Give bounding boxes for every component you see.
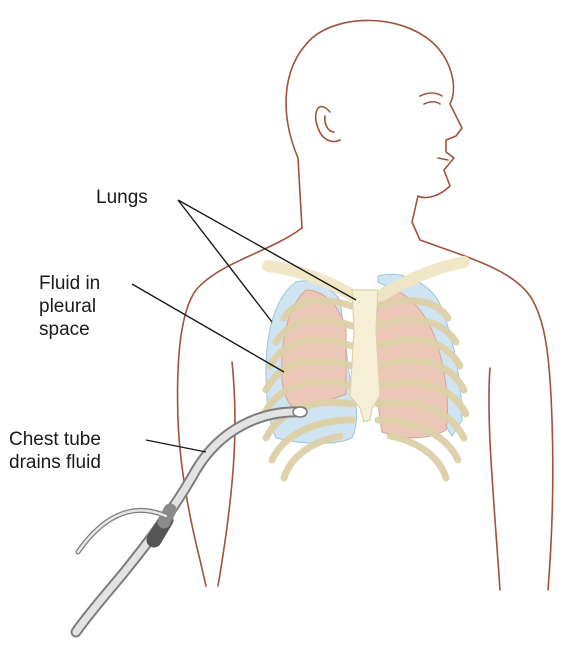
ear-inner [325,116,334,132]
mouth [438,158,448,160]
leader-fluid [132,284,284,372]
head-outline [286,20,462,240]
eye [424,102,440,104]
label-fluid-line-3: space [39,318,100,341]
label-chest-tube-line-2: drains fluid [9,451,101,474]
neck-back [298,158,302,228]
rib [390,436,446,478]
label-fluid-in-pleural-space: Fluid in pleural space [39,272,100,341]
label-chest-tube-line-1: Chest tube [9,428,101,451]
label-fluid-line-1: Fluid in [39,272,100,295]
sternum [350,290,380,422]
label-chest-tube: Chest tube drains fluid [9,428,101,474]
label-lungs: Lungs [96,186,148,209]
leader-chest-tube [146,440,206,452]
tube-insertion-site [293,407,307,417]
label-fluid-line-2: pleural [39,295,100,318]
leader-lungs-right [178,200,356,300]
eyebrow [420,93,442,96]
left-inner-arm [218,362,235,586]
label-lungs-text: Lungs [96,186,148,209]
right-inner-arm [489,368,500,590]
leader-lungs-left [178,200,272,322]
ear [316,107,340,142]
